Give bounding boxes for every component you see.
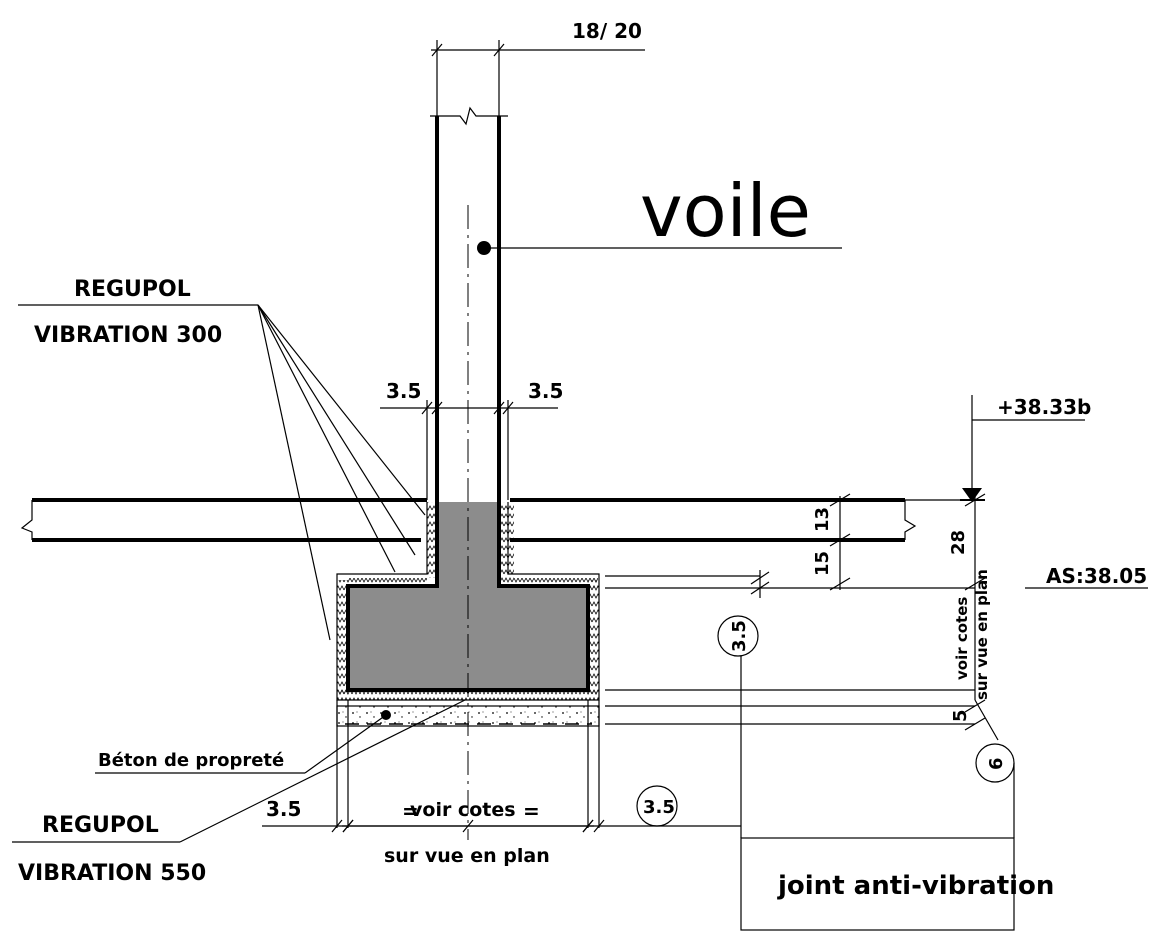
as-level-label: AS:38.05 xyxy=(1046,564,1147,588)
dim-5-label: 5 xyxy=(950,709,971,722)
voir-cotes-vertical-2: sur vue en plan xyxy=(973,569,991,700)
regupol-300-subtitle: VIBRATION 300 xyxy=(34,323,222,348)
level-top-label: +38.33b xyxy=(997,395,1091,419)
dim-28-label: 28 xyxy=(948,530,969,555)
dim-13-label: 13 xyxy=(812,507,833,532)
gap-left-label: 3.5 xyxy=(386,379,421,403)
regupol-550-title: REGUPOL xyxy=(42,813,159,838)
slab-right xyxy=(510,498,917,542)
circle-6-label: 6 xyxy=(986,757,1007,770)
equal-left-label: = xyxy=(402,799,419,823)
joint-anti-vibration-label: joint anti-vibration xyxy=(777,871,1054,901)
circle-35-vertical-label: 3.5 xyxy=(729,620,750,652)
bottom-35-left-label: 3.5 xyxy=(266,797,301,821)
beton-proprete-layer xyxy=(336,705,600,727)
voile-wall xyxy=(430,106,508,502)
extension-lines-bottom xyxy=(336,700,600,828)
dimension-bottom xyxy=(262,819,741,833)
slab-left xyxy=(20,498,427,542)
gap-right-label: 3.5 xyxy=(528,379,563,403)
voir-cotes-horizontal-1: voir cotes xyxy=(410,799,516,821)
voir-cotes-vertical-1: voir cotes xyxy=(953,597,971,680)
wall-thickness-label: 18/ 20 xyxy=(572,19,642,43)
voir-cotes-horizontal-2: sur vue en plan xyxy=(384,845,550,867)
voile-label: voile xyxy=(640,169,811,253)
extension-lines-right xyxy=(605,570,975,725)
insulation-outline xyxy=(336,502,600,701)
regupol-550-subtitle: VIBRATION 550 xyxy=(18,861,206,886)
dimension-wall-thickness xyxy=(431,40,645,116)
regupol-300-title: REGUPOL xyxy=(74,277,191,302)
level-marker xyxy=(960,395,1085,502)
dim-15-label: 15 xyxy=(812,551,833,576)
regupol-300-leaders xyxy=(257,304,426,641)
beton-proprete-label: Béton de propreté xyxy=(98,750,284,771)
equal-right-label: = xyxy=(523,799,540,823)
dimension-5 xyxy=(964,699,999,741)
joint-anti-vibration-box xyxy=(740,837,1015,931)
circle-35-bottom-label: 3.5 xyxy=(643,797,675,818)
dimension-gaps-top xyxy=(380,400,558,500)
